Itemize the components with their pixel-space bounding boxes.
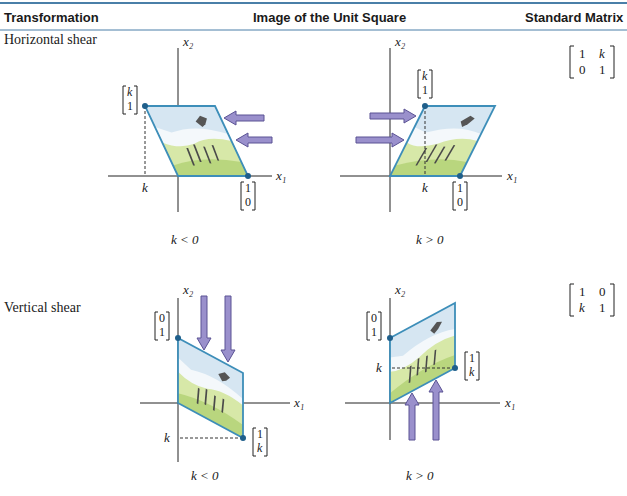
vector-entry: 1 <box>257 428 263 442</box>
vector-entry: k <box>127 86 132 100</box>
bracket <box>465 352 468 380</box>
vector-entry: 0 <box>159 312 165 326</box>
case-caption: k > 0 <box>406 469 434 484</box>
matrix-entry: 1 <box>579 285 586 300</box>
axis-tick-label: k <box>422 181 428 196</box>
row-label: Vertical shear <box>4 300 81 316</box>
vertex-dot <box>387 335 393 341</box>
matrix-entry: 1 <box>599 63 606 78</box>
dashed-guides <box>145 106 455 438</box>
vector-entry: 1 <box>371 326 377 340</box>
vertex-dot <box>452 365 458 371</box>
axis-label: x₂ <box>395 35 405 50</box>
vector-entry: 1 <box>469 352 475 366</box>
top-rule <box>0 2 627 4</box>
shear-arrow <box>236 133 272 147</box>
bracket <box>367 312 370 340</box>
axis-tick-label: k <box>164 431 170 446</box>
axis-label: x₂ <box>183 35 193 50</box>
axis-tick-label: k <box>376 361 382 376</box>
vertex-dot <box>422 103 428 109</box>
dashed-guide <box>178 438 243 439</box>
bracket <box>252 182 255 210</box>
bracket <box>166 312 169 340</box>
dashed-guide <box>390 368 455 369</box>
vertex-dot <box>175 335 181 341</box>
shear-arrow <box>405 393 419 440</box>
vector-entry: 1 <box>127 100 133 114</box>
bracket <box>378 312 381 340</box>
matrix-entry: k <box>599 47 605 62</box>
axis-label: x₁ <box>507 169 517 184</box>
vertex-dot <box>240 435 246 441</box>
bracket <box>264 428 267 456</box>
bracket <box>418 70 421 98</box>
bracket <box>453 182 456 210</box>
column-header: Transformation <box>4 11 99 26</box>
axis-tick-label: k <box>142 181 148 196</box>
vector-entry: k <box>422 70 427 84</box>
shear-arrow <box>429 380 443 440</box>
dashed-guide <box>145 106 146 176</box>
bracket <box>123 86 126 114</box>
vector-entry: 1 <box>457 182 463 196</box>
axis-label: x₂ <box>395 283 405 298</box>
brackets <box>123 46 614 456</box>
bracket <box>134 86 137 114</box>
row-label: Horizontal shear <box>4 32 97 48</box>
vertex-dot <box>245 173 251 179</box>
bracket <box>570 284 574 316</box>
case-caption: k < 0 <box>171 233 199 248</box>
case-caption: k > 0 <box>416 233 444 248</box>
axis-line <box>345 403 500 404</box>
vertex-dot <box>142 103 148 109</box>
axis-label: x₁ <box>294 396 304 411</box>
shear-arrow <box>197 296 211 350</box>
case-caption: k < 0 <box>191 469 219 484</box>
bracket <box>429 70 432 98</box>
shear-arrow <box>221 296 235 362</box>
axes <box>108 48 502 462</box>
axis-line <box>390 48 391 212</box>
axis-label: x₁ <box>276 169 286 184</box>
bracket <box>570 46 574 78</box>
bracket <box>241 182 244 210</box>
bracket <box>610 284 614 316</box>
shear-arrow <box>224 111 264 125</box>
bracket <box>476 352 479 380</box>
shear-arrows <box>197 109 443 440</box>
axis-label: x₁ <box>505 396 515 411</box>
matrix-entry: 1 <box>599 301 606 316</box>
vector-entry: 0 <box>457 196 463 210</box>
header-rule <box>0 30 627 31</box>
sheared-square <box>390 303 455 403</box>
vector-entry: 0 <box>245 196 251 210</box>
column-header: Image of the Unit Square <box>253 11 406 26</box>
vector-entry: 1 <box>159 326 165 340</box>
matrix-entry: 0 <box>579 63 586 78</box>
vector-entry: 1 <box>422 84 428 98</box>
shear-arrow <box>370 109 416 123</box>
matrix-entry: k <box>579 301 585 316</box>
matrix-entry: 0 <box>599 285 606 300</box>
vector-entry: k <box>469 366 474 380</box>
vector-entry: 0 <box>371 312 377 326</box>
axis-label: x₂ <box>183 283 193 298</box>
vector-entry: k <box>257 442 262 456</box>
bracket <box>610 46 614 78</box>
bracket <box>464 182 467 210</box>
matrix-entry: 1 <box>579 47 586 62</box>
vertex-dots <box>142 103 463 441</box>
bracket <box>253 428 256 456</box>
shear-arrow <box>356 133 404 147</box>
bracket <box>155 312 158 340</box>
vector-entry: 1 <box>245 182 251 196</box>
dashed-guide <box>425 106 426 176</box>
vertex-dot <box>457 173 463 179</box>
column-header: Standard Matrix <box>525 11 623 26</box>
